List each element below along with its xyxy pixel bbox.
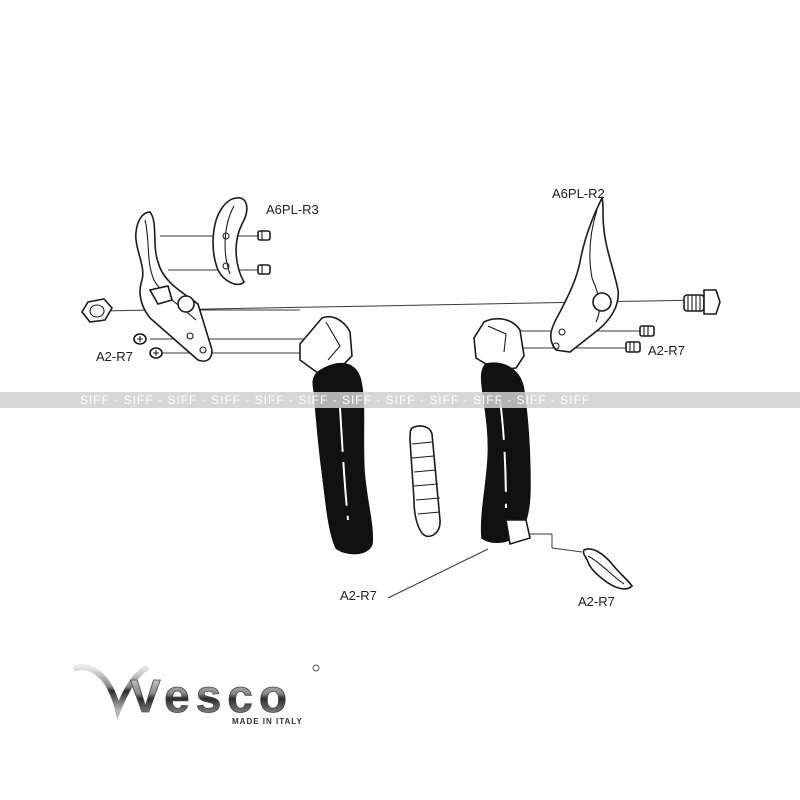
hex-nut [81, 298, 113, 323]
watermark-text: SIFF - SIFF - SIFF - SIFF - SIFF - SIFF … [80, 393, 590, 407]
counter-blade [135, 211, 213, 362]
logo-tagline: MADE IN ITALY [232, 717, 303, 726]
logo-swoosh [73, 664, 149, 720]
watermark-band [0, 392, 800, 408]
handle-grip-insert [409, 425, 441, 538]
left-screws [133, 333, 163, 359]
vesco-logo: Vesco MADE IN ITALY [73, 664, 320, 726]
anvil-insert [212, 197, 248, 286]
cutting-blade [549, 195, 620, 353]
anvil-screws [257, 230, 271, 275]
label-blade-top-left: A6PL-R3 [266, 202, 319, 217]
logo-brand: Vesco [130, 670, 293, 722]
right-handle [473, 317, 531, 546]
registered-mark-icon [312, 664, 320, 672]
label-screws-right: A2-R7 [648, 343, 685, 358]
label-blade-top-right: A6PL-R2 [552, 186, 605, 201]
right-screws [625, 325, 655, 353]
pivot-bolt [683, 289, 721, 315]
left-handle [299, 316, 374, 555]
label-spring: A2-R7 [578, 594, 615, 609]
label-handles: A2-R7 [340, 588, 377, 603]
spring [582, 548, 634, 590]
label-screws-left: A2-R7 [96, 349, 133, 364]
